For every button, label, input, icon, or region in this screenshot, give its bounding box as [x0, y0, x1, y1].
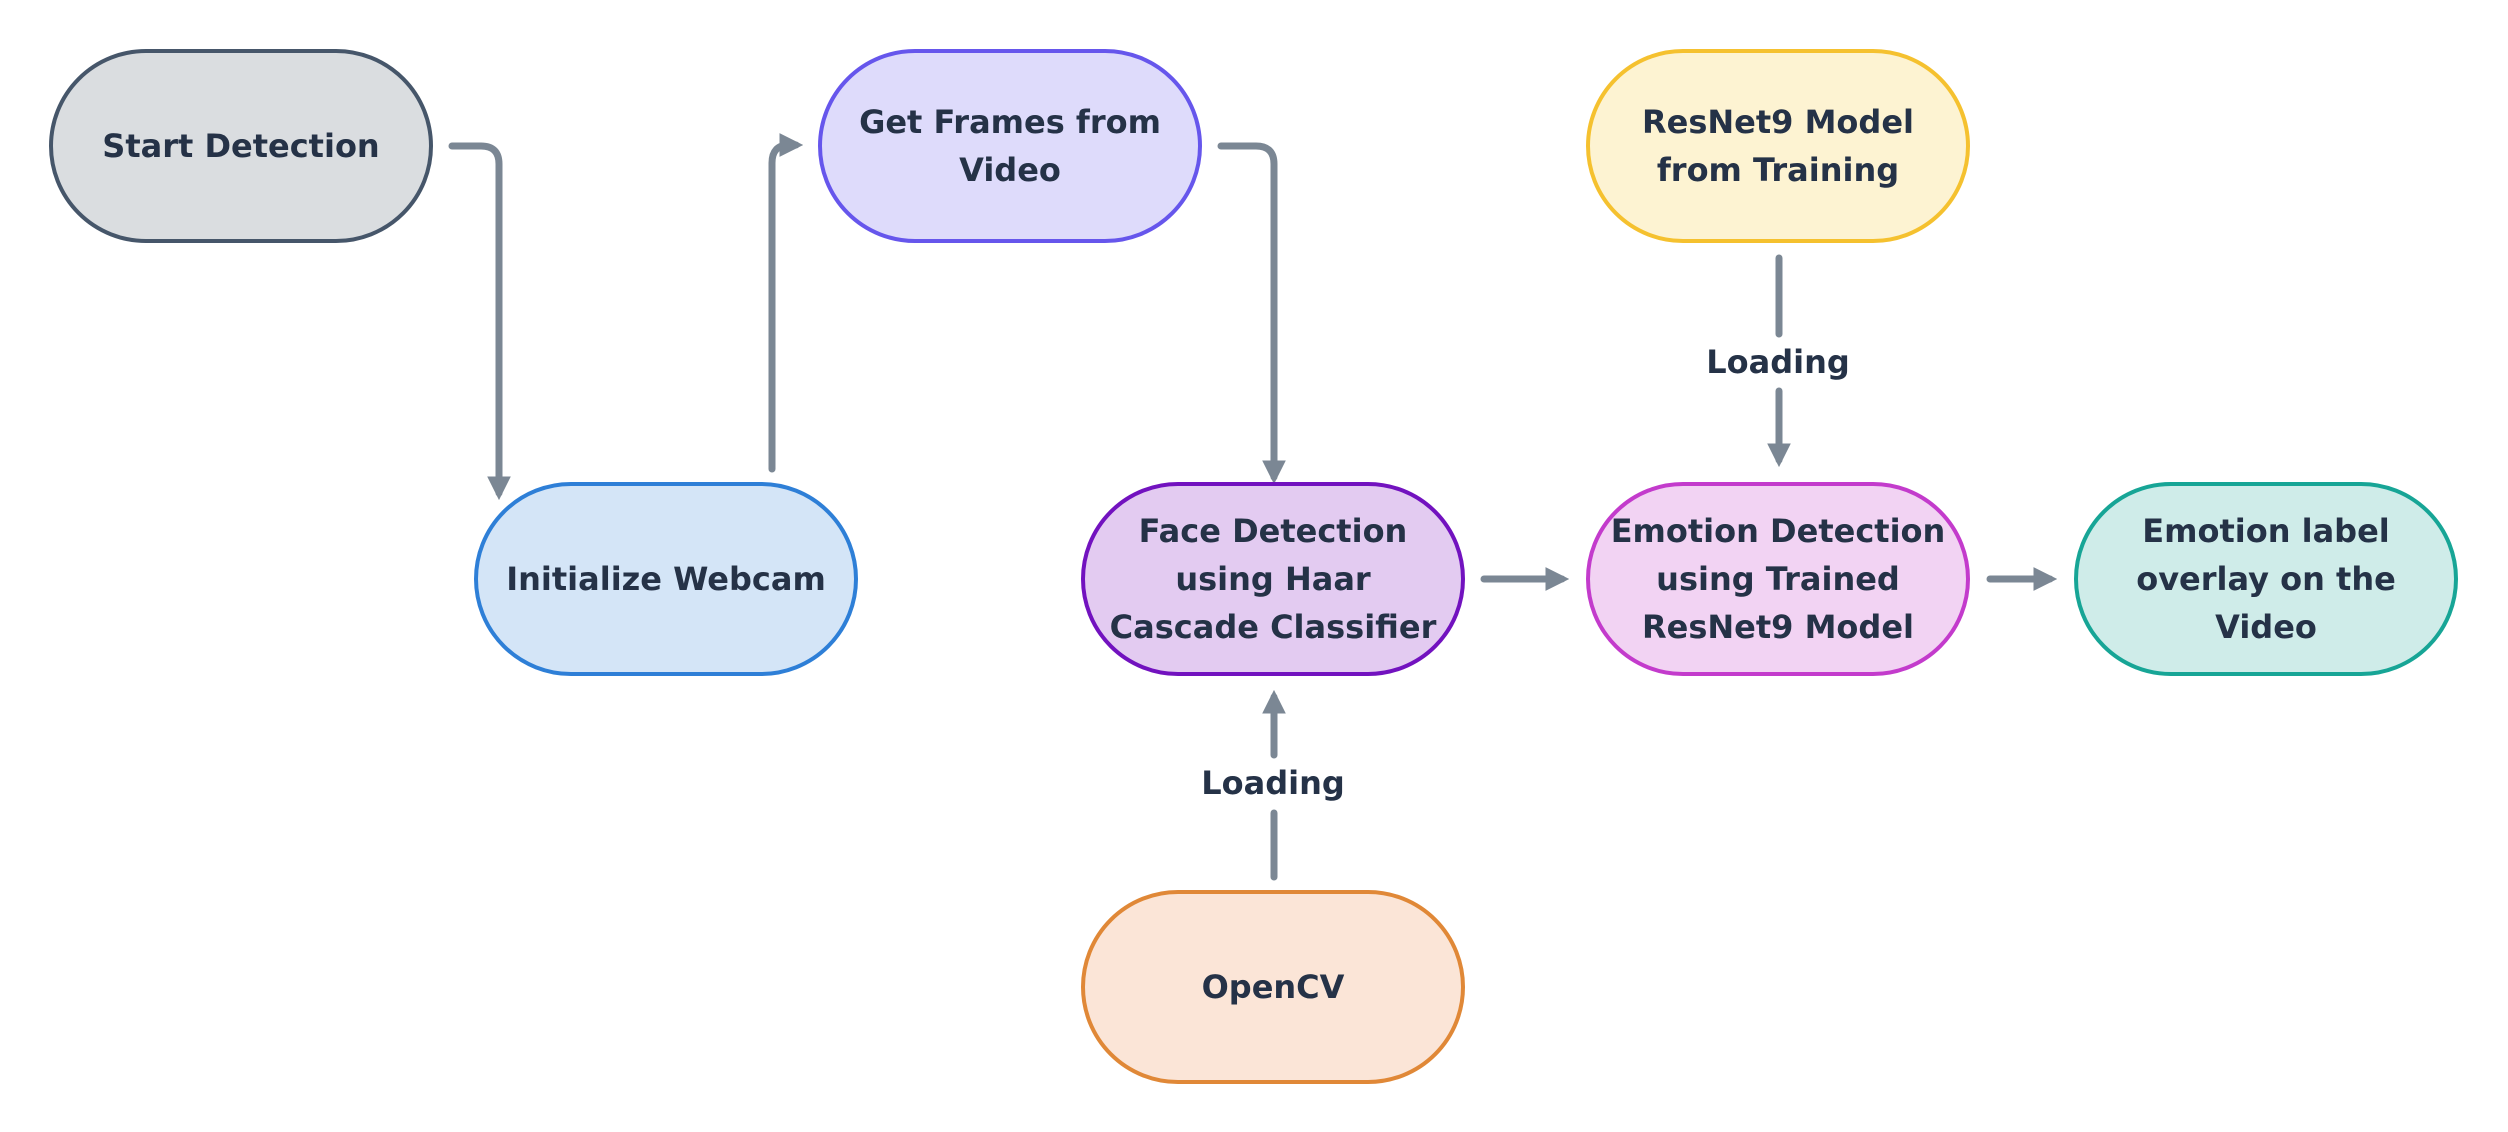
emotion-detection-label: Emotion Detection using Trained ResNet9 … — [1610, 512, 1946, 646]
loading-label-opencv: Loading — [1173, 763, 1373, 803]
emotion-overlay-node: Emotion label overlay on the Video — [2074, 482, 2458, 676]
initialize-webcam-node: Initialize Webcam — [474, 482, 858, 676]
start-detection-node: Start Detection — [49, 49, 433, 243]
resnet9-model-label: ResNet9 Model from Training — [1642, 103, 1914, 189]
start-detection-label: Start Detection — [102, 127, 380, 165]
face-detection-label: Face Detection using Haar Cascade Classi… — [1109, 512, 1437, 646]
get-frames-node: Get Frames from Video — [818, 49, 1202, 243]
get-frames-label: Get Frames from Video — [859, 103, 1161, 189]
arrow-start-to-webcam — [448, 142, 511, 501]
resnet9-model-node: ResNet9 Model from Training — [1586, 49, 1970, 243]
arrow-frames-to-face — [1217, 142, 1286, 485]
opencv-label: OpenCV — [1201, 968, 1345, 1006]
initialize-webcam-label: Initialize Webcam — [506, 560, 826, 598]
opencv-node: OpenCV — [1081, 890, 1465, 1084]
emotion-overlay-label: Emotion label overlay on the Video — [2136, 512, 2396, 646]
loading-label-resnet: Loading — [1678, 342, 1878, 382]
arrow-webcam-to-frames — [768, 133, 804, 473]
face-detection-node: Face Detection using Haar Cascade Classi… — [1081, 482, 1465, 676]
emotion-detection-node: Emotion Detection using Trained ResNet9 … — [1586, 482, 1970, 676]
